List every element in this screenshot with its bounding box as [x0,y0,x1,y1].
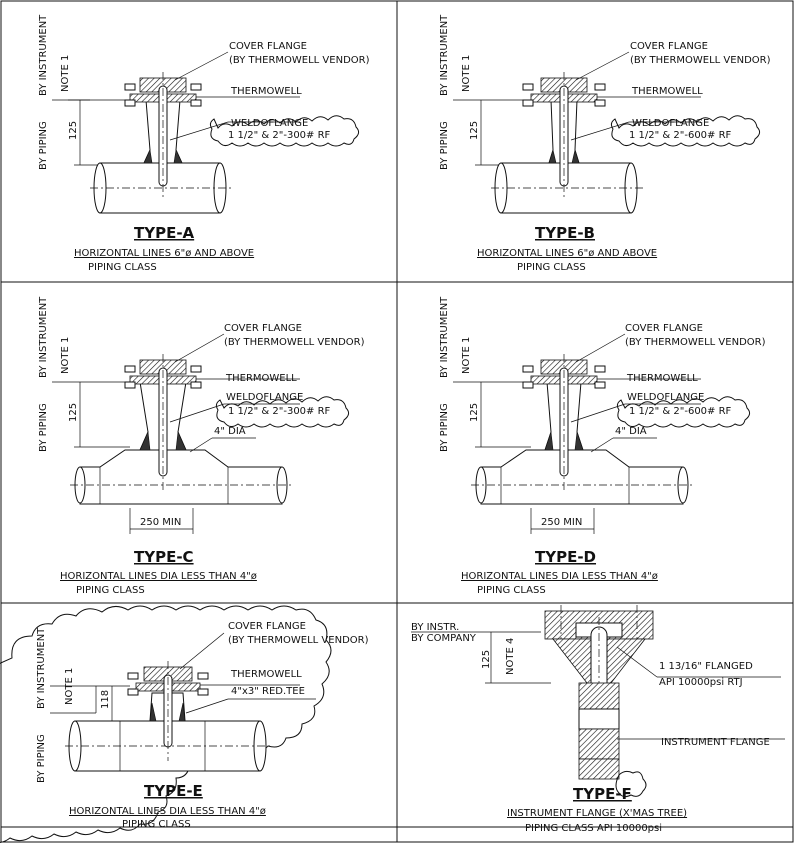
dimension-label: 125 [469,403,480,422]
min-length-label: 250 MIN [541,517,582,528]
rating-label: 1 1/2" & 2"-300# RF [228,406,331,417]
weldoflange-label: WELDOFLANGE [231,118,308,129]
api-label: API 10000psi RTJ [659,677,743,688]
caption-line-2: PIPING CLASS [76,585,145,596]
side-piping-label: BY PIPING [36,734,47,783]
panel-type-f: BY INSTR. BY COMPANY 125 NOTE 4 1 13/16"… [411,605,785,834]
side-piping-label: BY PIPING [439,403,450,452]
thermowell-label: THERMOWELL [230,86,302,97]
vendor-label: (BY THERMOWELL VENDOR) [625,337,766,348]
dimension-label: 125 [68,403,79,422]
note-label: NOTE 1 [60,337,71,374]
thermowell-label: THERMOWELL [626,373,698,384]
note-label: NOTE 1 [461,337,472,374]
vendor-label: (BY THERMOWELL VENDOR) [630,55,771,66]
cover-flange-label: COVER FLANGE [625,323,703,334]
dimension-label: 125 [481,650,492,669]
dimension-label: 125 [469,121,480,140]
weldoflange-label: WELDOFLANGE [632,118,709,129]
type-title: TYPE-C [134,548,194,566]
caption-line-1: INSTRUMENT FLANGE (X'MAS TREE) [507,808,687,819]
type-title: TYPE-E [144,782,203,800]
side-instrument-label: BY INSTRUMENT [439,296,450,378]
vendor-label: (BY THERMOWELL VENDOR) [229,55,370,66]
thermowell-label: THERMOWELL [230,669,302,680]
caption-line-2: PIPING CLASS [477,585,546,596]
side-instrument-label: BY INSTRUMENT [439,14,450,96]
vendor-label: (BY THERMOWELL VENDOR) [228,635,369,646]
cover-flange-label: COVER FLANGE [228,621,306,632]
caption-line-2: PIPING CLASS [122,819,191,830]
side-instrument-label: BY INSTRUMENT [38,14,49,96]
tee-label: 4"x3" RED.TEE [231,686,305,697]
instrument-flange-label: INSTRUMENT FLANGE [661,737,770,748]
type-title: TYPE-D [535,548,596,566]
caption-line-1: HORIZONTAL LINES 6"ø AND ABOVE [74,248,254,259]
rating-label: 1 1/2" & 2"-300# RF [228,130,331,141]
caption-line-2: PIPING CLASS [88,262,157,273]
panel-type-c: BY INSTRUMENT BY PIPING NOTE 1 125 [38,296,365,596]
thermowell-label: THERMOWELL [225,373,297,384]
weldoflange-label: WELDOFLANGE [226,392,303,403]
side-piping-label: BY PIPING [38,403,49,452]
panel-type-b: BY INSTRUMENT BY PIPING NOTE 1 125 COVER… [439,14,771,273]
vendor-label: (BY THERMOWELL VENDOR) [224,337,365,348]
panel-type-a: BY INSTRUMENT BY PIPING NOTE 1 125 [38,14,370,273]
note-label: NOTE 1 [60,55,71,92]
type-title: TYPE-A [134,224,195,242]
type-title: TYPE-B [535,224,595,242]
caption-line-1: HORIZONTAL LINES DIA LESS THAN 4"ø [69,806,266,817]
side-instrument-label: BY INSTRUMENT [36,627,47,709]
panel-type-d: BY INSTRUMENT BY PIPING NOTE 1 125 [439,296,766,596]
caption-line-1: HORIZONTAL LINES DIA LESS THAN 4"ø [60,571,257,582]
min-length-label: 250 MIN [140,517,181,528]
caption-line-1: HORIZONTAL LINES 6"ø AND ABOVE [477,248,657,259]
dia-label: 4" DIA [615,426,647,437]
rating-label: 1 1/2" & 2"-600# RF [629,130,732,141]
side-piping-label: BY PIPING [38,121,49,170]
by-instr-label: BY INSTR. [411,622,459,633]
cover-flange-label: COVER FLANGE [229,41,307,52]
side-instrument-label: BY INSTRUMENT [38,296,49,378]
dia-label: 4" DIA [214,426,246,437]
panel-type-e: BY INSTRUMENT BY PIPING NOTE 1 118 COVER… [0,605,369,843]
side-piping-label: BY PIPING [439,121,450,170]
flanged-label: 1 13/16" FLANGED [659,661,753,672]
caption-line-2: PIPING CLASS [517,262,586,273]
cover-flange-label: COVER FLANGE [630,41,708,52]
note-label: NOTE 4 [505,638,516,675]
weldoflange-label: WELDOFLANGE [627,392,704,403]
note-label: NOTE 1 [461,55,472,92]
dimension-label: 125 [68,121,79,140]
caption-line-1: HORIZONTAL LINES DIA LESS THAN 4"ø [461,571,658,582]
dimension-label: 118 [100,690,111,709]
by-company-label: BY COMPANY [411,633,477,644]
rating-label: 1 1/2" & 2"-600# RF [629,406,732,417]
type-title: TYPE-F [573,785,632,803]
cover-flange-label: COVER FLANGE [224,323,302,334]
caption-line-2: PIPING CLASS API 10000psi [525,823,662,834]
thermowell-label: THERMOWELL [631,86,703,97]
